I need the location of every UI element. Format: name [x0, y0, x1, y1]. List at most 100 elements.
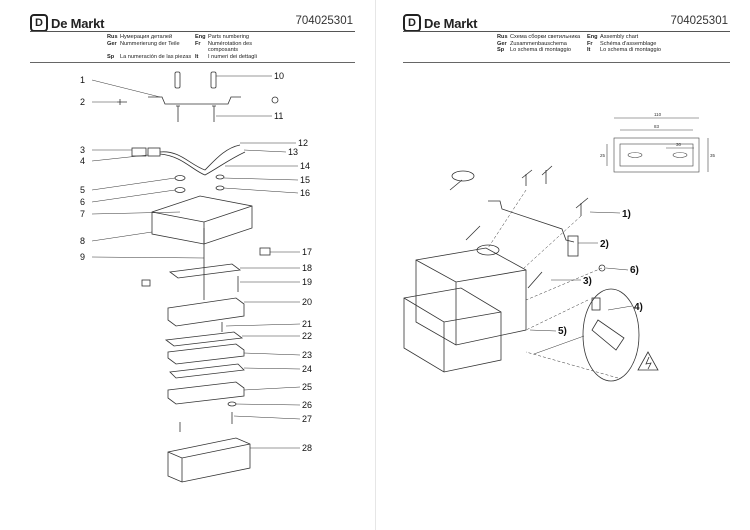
callout-23: 23: [302, 350, 312, 360]
lang-code: Rus: [107, 34, 118, 40]
leader-line: [243, 352, 301, 356]
electric-hazard-sign: [637, 351, 659, 371]
leader-line: [91, 256, 205, 259]
lang-text: Nummerierung der Teile: [120, 40, 180, 47]
callout-6: 6: [80, 197, 85, 207]
callout-9: 9: [80, 252, 85, 262]
dimension-width: 110: [654, 112, 662, 117]
fixing-bolt: [449, 179, 463, 191]
gasket: [164, 331, 244, 347]
washer: [227, 401, 237, 407]
rotation-arrow: [476, 244, 500, 256]
lang-text: Schéma d'assemblage: [600, 40, 657, 47]
nut: [215, 174, 225, 180]
step-2-label: 2): [600, 239, 609, 250]
leader-line: [91, 154, 149, 162]
guide-line: [525, 267, 603, 301]
mounting-strip: [168, 263, 242, 279]
header-rule: [30, 31, 355, 32]
step-4-label: 4): [634, 302, 643, 313]
leader-line: [91, 231, 153, 242]
lamp-housing: [415, 247, 527, 346]
bracket-bolt: [117, 99, 127, 105]
callout-13: 13: [288, 147, 298, 157]
header-divider: [30, 62, 355, 63]
brand-name: De Markt: [51, 15, 105, 31]
lang-code: Ger: [107, 40, 117, 47]
wall-dowel: [521, 169, 533, 186]
mount-hole: [627, 152, 643, 158]
wall-dowel: [174, 71, 181, 89]
header-rule: [403, 31, 730, 32]
fixture-outline: [613, 137, 700, 173]
leader-line: [91, 189, 176, 203]
brand-name: De Markt: [424, 15, 478, 31]
callout-24: 24: [302, 364, 312, 374]
supply-wires: [159, 151, 246, 176]
lang-text: Lo schema di montaggio: [510, 47, 571, 54]
guide-line: [525, 299, 589, 331]
fixing-nut: [598, 264, 606, 272]
lamp-diffuser-edges: [403, 297, 502, 372]
leader-line: [589, 211, 621, 214]
callout-14: 14: [300, 161, 310, 171]
canopy-box: [151, 195, 253, 245]
lang-code: Fr: [195, 40, 201, 47]
washer: [174, 175, 186, 181]
dimension-drawing: [606, 117, 709, 173]
callout-20: 20: [302, 297, 312, 307]
wall-dowel: [541, 165, 553, 184]
lang-code: Ger: [497, 40, 507, 47]
lang-code: Sp: [107, 53, 115, 60]
wall-screw: [176, 105, 180, 122]
header-divider: [403, 62, 730, 63]
lang-text: Assembly chart: [600, 34, 639, 40]
callout-12: 12: [298, 138, 308, 148]
leader-line: [529, 329, 557, 332]
lang-text: Numérotation des composants: [207, 40, 253, 54]
callout-17: 17: [302, 247, 312, 257]
lang-code: Rus: [497, 34, 508, 40]
assembly-diagram: 110 83 30 25 35: [403, 112, 716, 382]
washer: [174, 187, 186, 193]
callout-4: 4: [80, 156, 85, 166]
terminal-detail-view: [582, 288, 640, 382]
leader-line: [243, 386, 301, 391]
housing-tray: [167, 297, 245, 327]
lang-text: La numeración de las piezas: [120, 53, 192, 60]
bracket-nut: [271, 96, 279, 104]
lang-text: Нумерация деталей: [120, 34, 173, 40]
leader-line: [235, 403, 301, 406]
terminal-block: [131, 147, 147, 157]
callout-7: 7: [80, 209, 85, 219]
bracket-plate: [567, 235, 579, 257]
fixing-clip: [259, 247, 271, 256]
callout-16: 16: [300, 188, 310, 198]
callout-3: 3: [80, 145, 85, 155]
leader-line: [607, 305, 633, 311]
callout-11: 11: [274, 111, 283, 121]
callout-22: 22: [302, 331, 312, 341]
callout-5: 5: [80, 185, 85, 195]
callout-10: 10: [274, 71, 284, 81]
callout-28: 28: [302, 443, 312, 453]
side-clip: [141, 279, 151, 287]
wall-screw: [527, 271, 543, 289]
mount-hole: [672, 152, 688, 158]
mounting-bracket: [148, 96, 241, 105]
terminal-switch: [591, 297, 601, 311]
dimension-height-right: 35: [710, 153, 716, 158]
step-6-label: 6): [630, 265, 639, 276]
step-1-label: 1): [622, 209, 631, 220]
guide-line: [523, 215, 582, 269]
callout-8: 8: [80, 236, 85, 246]
led-plate: [169, 363, 245, 379]
terminal-block: [591, 319, 625, 351]
lang-text: Схема сборки светильника: [510, 34, 581, 40]
leader-line: [233, 415, 301, 420]
leader-line: [605, 267, 629, 271]
